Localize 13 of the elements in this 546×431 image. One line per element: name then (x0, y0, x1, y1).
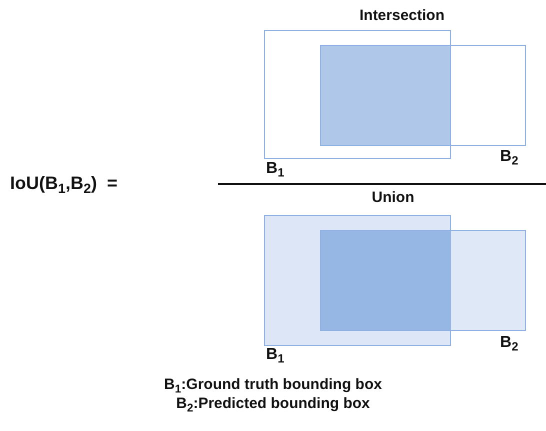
iou-formula: IoU(B$_{1}$,B$_{2}$) = (10, 173, 118, 194)
intersection-label: Intersection (359, 7, 445, 24)
bounding-box (264, 215, 451, 346)
bounding-box (320, 45, 526, 146)
legend-note: B$_{2}$:Predicted bounding box (176, 395, 370, 412)
box-label: B$_{1}$ (266, 346, 284, 364)
union-label: Union (372, 189, 414, 206)
box-label: B$_{2}$ (500, 148, 518, 166)
bounding-box (320, 230, 526, 331)
legend-note: B$_{1}$:Ground truth bounding box (164, 376, 382, 393)
box-label: B$_{2}$ (500, 334, 518, 352)
bounding-box (264, 30, 451, 159)
box-label: B$_{1}$ (266, 160, 284, 178)
